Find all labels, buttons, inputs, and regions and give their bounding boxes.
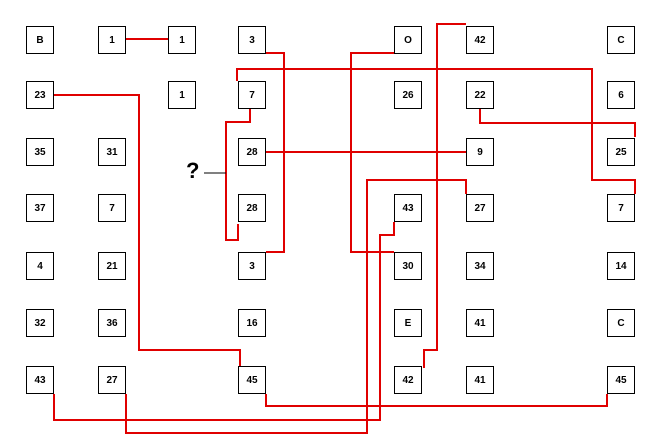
box-c: C bbox=[607, 26, 635, 54]
box-1: 1 bbox=[168, 81, 196, 109]
line-45-to-45 bbox=[265, 394, 608, 407]
line-7-loop bbox=[236, 68, 636, 194]
box-label: 1 bbox=[179, 89, 185, 101]
box-30: 30 bbox=[394, 252, 422, 280]
line-22-to-25 bbox=[479, 109, 636, 137]
box-label: 1 bbox=[109, 34, 115, 46]
box-3: 3 bbox=[238, 26, 266, 54]
box-43: 43 bbox=[394, 194, 422, 222]
box-label: C bbox=[617, 34, 625, 46]
box-label: E bbox=[404, 317, 412, 329]
box-31: 31 bbox=[98, 138, 126, 166]
box-9: 9 bbox=[466, 138, 494, 166]
box-label: 34 bbox=[474, 260, 486, 272]
box-36: 36 bbox=[98, 309, 126, 337]
box-label: 31 bbox=[106, 146, 118, 158]
box-label: 6 bbox=[618, 89, 624, 101]
box-14: 14 bbox=[607, 252, 635, 280]
box-label: 35 bbox=[34, 146, 46, 158]
box-label: 28 bbox=[246, 146, 258, 158]
box-45: 45 bbox=[607, 366, 635, 394]
box-label: 1 bbox=[179, 34, 185, 46]
line-7-to-bracket bbox=[225, 109, 251, 241]
box-label: 43 bbox=[402, 202, 414, 214]
line-o-to-30 bbox=[350, 52, 407, 253]
box-45: 45 bbox=[238, 366, 266, 394]
box-label: B bbox=[36, 34, 44, 46]
question-mark: ? bbox=[186, 158, 200, 183]
box-4: 4 bbox=[26, 252, 54, 280]
box-label: O bbox=[404, 34, 412, 46]
box-41: 41 bbox=[466, 366, 494, 394]
line-3-to-3 bbox=[266, 52, 285, 253]
box-16: 16 bbox=[238, 309, 266, 337]
box-label: 26 bbox=[402, 89, 414, 101]
box-42: 42 bbox=[394, 366, 422, 394]
box-label: 32 bbox=[34, 317, 46, 329]
box-43: 43 bbox=[26, 366, 54, 394]
box-label: C bbox=[617, 317, 625, 329]
box-label: 45 bbox=[246, 374, 258, 386]
box-1: 1 bbox=[98, 26, 126, 54]
line-42-to-42 bbox=[423, 23, 466, 368]
box-label: 37 bbox=[34, 202, 46, 214]
box-label: 25 bbox=[615, 146, 627, 158]
box-label: 3 bbox=[249, 260, 255, 272]
box-label: 42 bbox=[474, 34, 486, 46]
box-34: 34 bbox=[466, 252, 494, 280]
box-label: 7 bbox=[618, 202, 624, 214]
line-43-to-27 bbox=[53, 222, 395, 421]
box-label: 45 bbox=[615, 374, 627, 386]
box-e: E bbox=[394, 309, 422, 337]
box-label: 4 bbox=[37, 260, 43, 272]
box-7: 7 bbox=[607, 194, 635, 222]
box-label: 14 bbox=[615, 260, 627, 272]
box-25: 25 bbox=[607, 138, 635, 166]
box-label: 7 bbox=[249, 89, 255, 101]
box-label: 3 bbox=[249, 34, 255, 46]
box-label: 30 bbox=[402, 260, 414, 272]
box-32: 32 bbox=[26, 309, 54, 337]
box-label: 42 bbox=[402, 374, 414, 386]
box-label: 7 bbox=[109, 202, 115, 214]
box-label: 16 bbox=[246, 317, 258, 329]
box-37: 37 bbox=[26, 194, 54, 222]
box-label: 27 bbox=[474, 202, 486, 214]
box-b: B bbox=[26, 26, 54, 54]
box-label: 27 bbox=[106, 374, 118, 386]
box-7: 7 bbox=[98, 194, 126, 222]
box-7: 7 bbox=[238, 81, 266, 109]
box-6: 6 bbox=[607, 81, 635, 109]
box-27: 27 bbox=[98, 366, 126, 394]
box-28: 28 bbox=[238, 194, 266, 222]
box-28: 28 bbox=[238, 138, 266, 166]
box-o: O bbox=[394, 26, 422, 54]
box-label: 36 bbox=[106, 317, 118, 329]
box-label: 41 bbox=[474, 374, 486, 386]
box-1: 1 bbox=[168, 26, 196, 54]
box-26: 26 bbox=[394, 81, 422, 109]
box-42: 42 bbox=[466, 26, 494, 54]
box-3: 3 bbox=[238, 252, 266, 280]
box-41: 41 bbox=[466, 309, 494, 337]
box-27: 27 bbox=[466, 194, 494, 222]
box-21: 21 bbox=[98, 252, 126, 280]
box-label: 23 bbox=[34, 89, 46, 101]
box-22: 22 bbox=[466, 81, 494, 109]
box-label: 22 bbox=[474, 89, 486, 101]
line-23-to-45 bbox=[54, 94, 241, 368]
box-label: 41 bbox=[474, 317, 486, 329]
box-label: 21 bbox=[106, 260, 118, 272]
box-label: 9 bbox=[477, 146, 483, 158]
box-label: 43 bbox=[34, 374, 46, 386]
line-27-to-43 bbox=[125, 179, 467, 434]
box-c: C bbox=[607, 309, 635, 337]
box-23: 23 bbox=[26, 81, 54, 109]
box-35: 35 bbox=[26, 138, 54, 166]
box-label: 28 bbox=[246, 202, 258, 214]
